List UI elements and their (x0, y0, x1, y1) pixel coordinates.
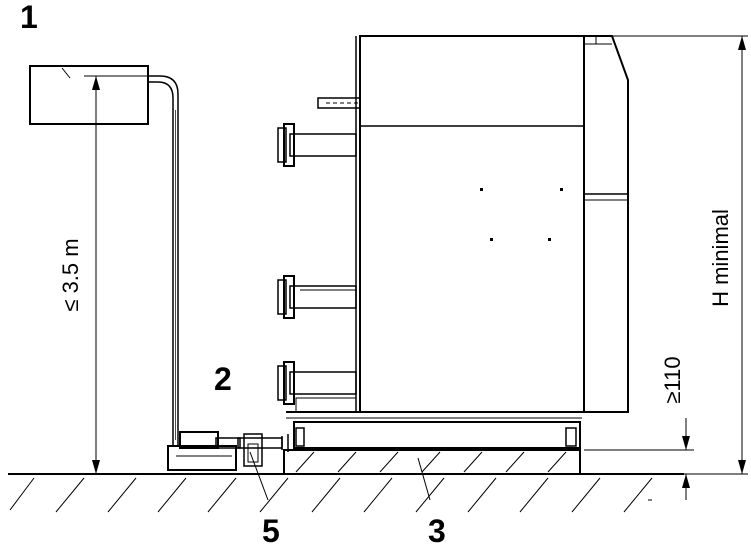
dimension-max-lift (84, 75, 150, 474)
discharge-box (29, 65, 149, 125)
return-pipe (277, 275, 357, 319)
max-lift-label: ≤ 3.5 m (58, 238, 83, 311)
callout-1: 1 (20, 0, 38, 35)
boiler-frame (286, 397, 582, 449)
siphon-fitting (237, 433, 289, 467)
dimension-clearance (584, 418, 694, 501)
plinth (283, 449, 581, 475)
clearance-label: ≥110 (660, 356, 685, 403)
boiler-body (317, 35, 629, 413)
h-minimal-label: H minimal (708, 209, 733, 307)
leader-lines (249, 451, 431, 501)
condensate-pump (167, 431, 241, 471)
dimension-h-minimal (612, 35, 748, 475)
discharge-hose (148, 75, 179, 446)
flow-pipe (277, 123, 357, 167)
lower-pipe (277, 361, 357, 405)
callout-2: 2 (214, 361, 232, 397)
callout-3: 3 (428, 513, 446, 546)
pipe-connections (277, 123, 357, 405)
ground (8, 473, 684, 513)
callout-5: 5 (262, 513, 280, 546)
